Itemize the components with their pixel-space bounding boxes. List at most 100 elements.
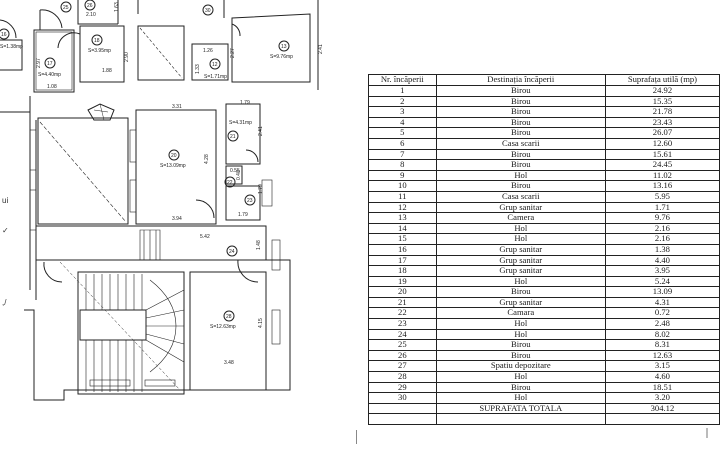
- room-number-cell: 27: [368, 360, 437, 373]
- room-purpose-cell: Hol: [435, 233, 606, 245]
- room-purpose-cell: Grup sanitar: [435, 243, 606, 256]
- room-area-cell: 12.63: [604, 349, 720, 362]
- room-purpose-cell: Hol: [435, 275, 606, 288]
- dim-163: 1.63: [114, 2, 120, 12]
- table-blank-row: [368, 413, 720, 425]
- room-area-cell: 8.31: [604, 339, 720, 351]
- room-number-cell: 4: [368, 116, 437, 129]
- margin-mark-1: ui: [2, 196, 9, 205]
- room-area-cell: 23.43: [604, 116, 720, 129]
- dim-188: 1.88: [102, 68, 112, 74]
- wall-room-13: [231, 13, 311, 83]
- room-schedule: Nr. încăperii Destinația încăperii Supra…: [368, 74, 720, 425]
- door-arc-16: [0, 19, 17, 39]
- room-number-cell: 9: [368, 169, 437, 182]
- room-area-cell: 3.95: [604, 265, 720, 277]
- room-purpose-cell: Birou: [435, 381, 606, 394]
- dim-241b: 2.41: [258, 126, 264, 136]
- room-number-cell: 28: [368, 371, 437, 383]
- room-number-cell: 14: [368, 222, 437, 235]
- room-area-cell: 2.48: [604, 318, 720, 330]
- dim-055: 0.55: [230, 168, 240, 174]
- room-purpose-cell: Hol: [435, 371, 606, 383]
- room-number-cell: 1: [368, 85, 437, 97]
- room-21-number: 21: [230, 134, 236, 140]
- room-12-area: S=1.71mp: [204, 74, 227, 80]
- room-purpose-cell: Birou: [435, 85, 606, 97]
- floor-plan: 16 S=1.38mp 17 S=4.40mp 18 S=3.95mp 25 2…: [0, 0, 324, 401]
- room-16-area: S=1.38mp: [0, 44, 23, 50]
- table-total-row: SUPRAFATA TOTALA 304.12: [368, 402, 720, 415]
- room-number-cell: 7: [368, 148, 437, 161]
- room-number-cell: 6: [368, 137, 437, 150]
- room-area-cell: 4.31: [604, 296, 720, 309]
- room-22-number: 22: [227, 180, 233, 186]
- room-purpose-cell: Birou: [435, 159, 606, 171]
- room-purpose-cell: Hol: [435, 328, 606, 341]
- wall-room-20: [135, 109, 217, 225]
- dim-331: 3.31: [172, 104, 182, 110]
- door-arc-left: [43, 261, 63, 283]
- room-number-cell: 13: [368, 212, 437, 224]
- dim-394: 3.94: [172, 216, 182, 222]
- room-number-cell: 19: [368, 275, 437, 288]
- blank-cell: [604, 413, 720, 425]
- room-number-cell: 5: [368, 127, 437, 139]
- stair-flight: [139, 229, 161, 261]
- room-purpose-cell: Hol: [435, 222, 606, 235]
- room-purpose-cell: Birou: [435, 116, 606, 129]
- room-purpose-cell: Birou: [435, 148, 606, 161]
- header-room-number: Nr. încăperii: [368, 74, 437, 86]
- room-area-cell: 4.60: [604, 371, 720, 383]
- room-area-cell: 3.15: [604, 360, 720, 373]
- room-purpose-cell: Birou: [435, 339, 606, 351]
- room-area-cell: 24.92: [604, 85, 720, 97]
- margin-mark-3: ,/: [2, 298, 7, 307]
- room-area-cell: 24.45: [604, 159, 720, 171]
- dim-148: 1.48: [256, 240, 262, 250]
- room-area-cell: 11.02: [604, 169, 720, 182]
- wall-room-17: [33, 29, 75, 93]
- room-number-cell: 18: [368, 265, 437, 277]
- room-number-cell: 29: [368, 381, 437, 394]
- header-room-purpose: Destinația încăperii: [435, 74, 606, 86]
- door-arc-21: [245, 149, 259, 163]
- room-24-number: 24: [229, 249, 235, 255]
- room-13-area: S=9.76mp: [270, 54, 293, 60]
- dim-542: 5.42: [200, 234, 210, 240]
- scan-mark: [356, 430, 357, 444]
- dim-126: 1.26: [203, 48, 213, 54]
- room-number-cell: 25: [368, 339, 437, 351]
- dim-179b: 1.79: [258, 184, 264, 194]
- wall-room-19: [37, 117, 129, 225]
- room-purpose-cell: Birou: [435, 180, 606, 192]
- wall-room-16: [0, 39, 23, 71]
- dim-108: 1.08: [47, 84, 57, 90]
- door-arc-17: [39, 9, 63, 30]
- room-purpose-cell: Grup sanitar: [435, 201, 606, 214]
- room-28-number: 28: [226, 314, 232, 320]
- wall-room-12: [191, 43, 229, 81]
- room-30-number: 30: [205, 8, 211, 14]
- room-21-area: S=4.31mp: [229, 120, 252, 126]
- room-area-cell: 15.35: [604, 95, 720, 108]
